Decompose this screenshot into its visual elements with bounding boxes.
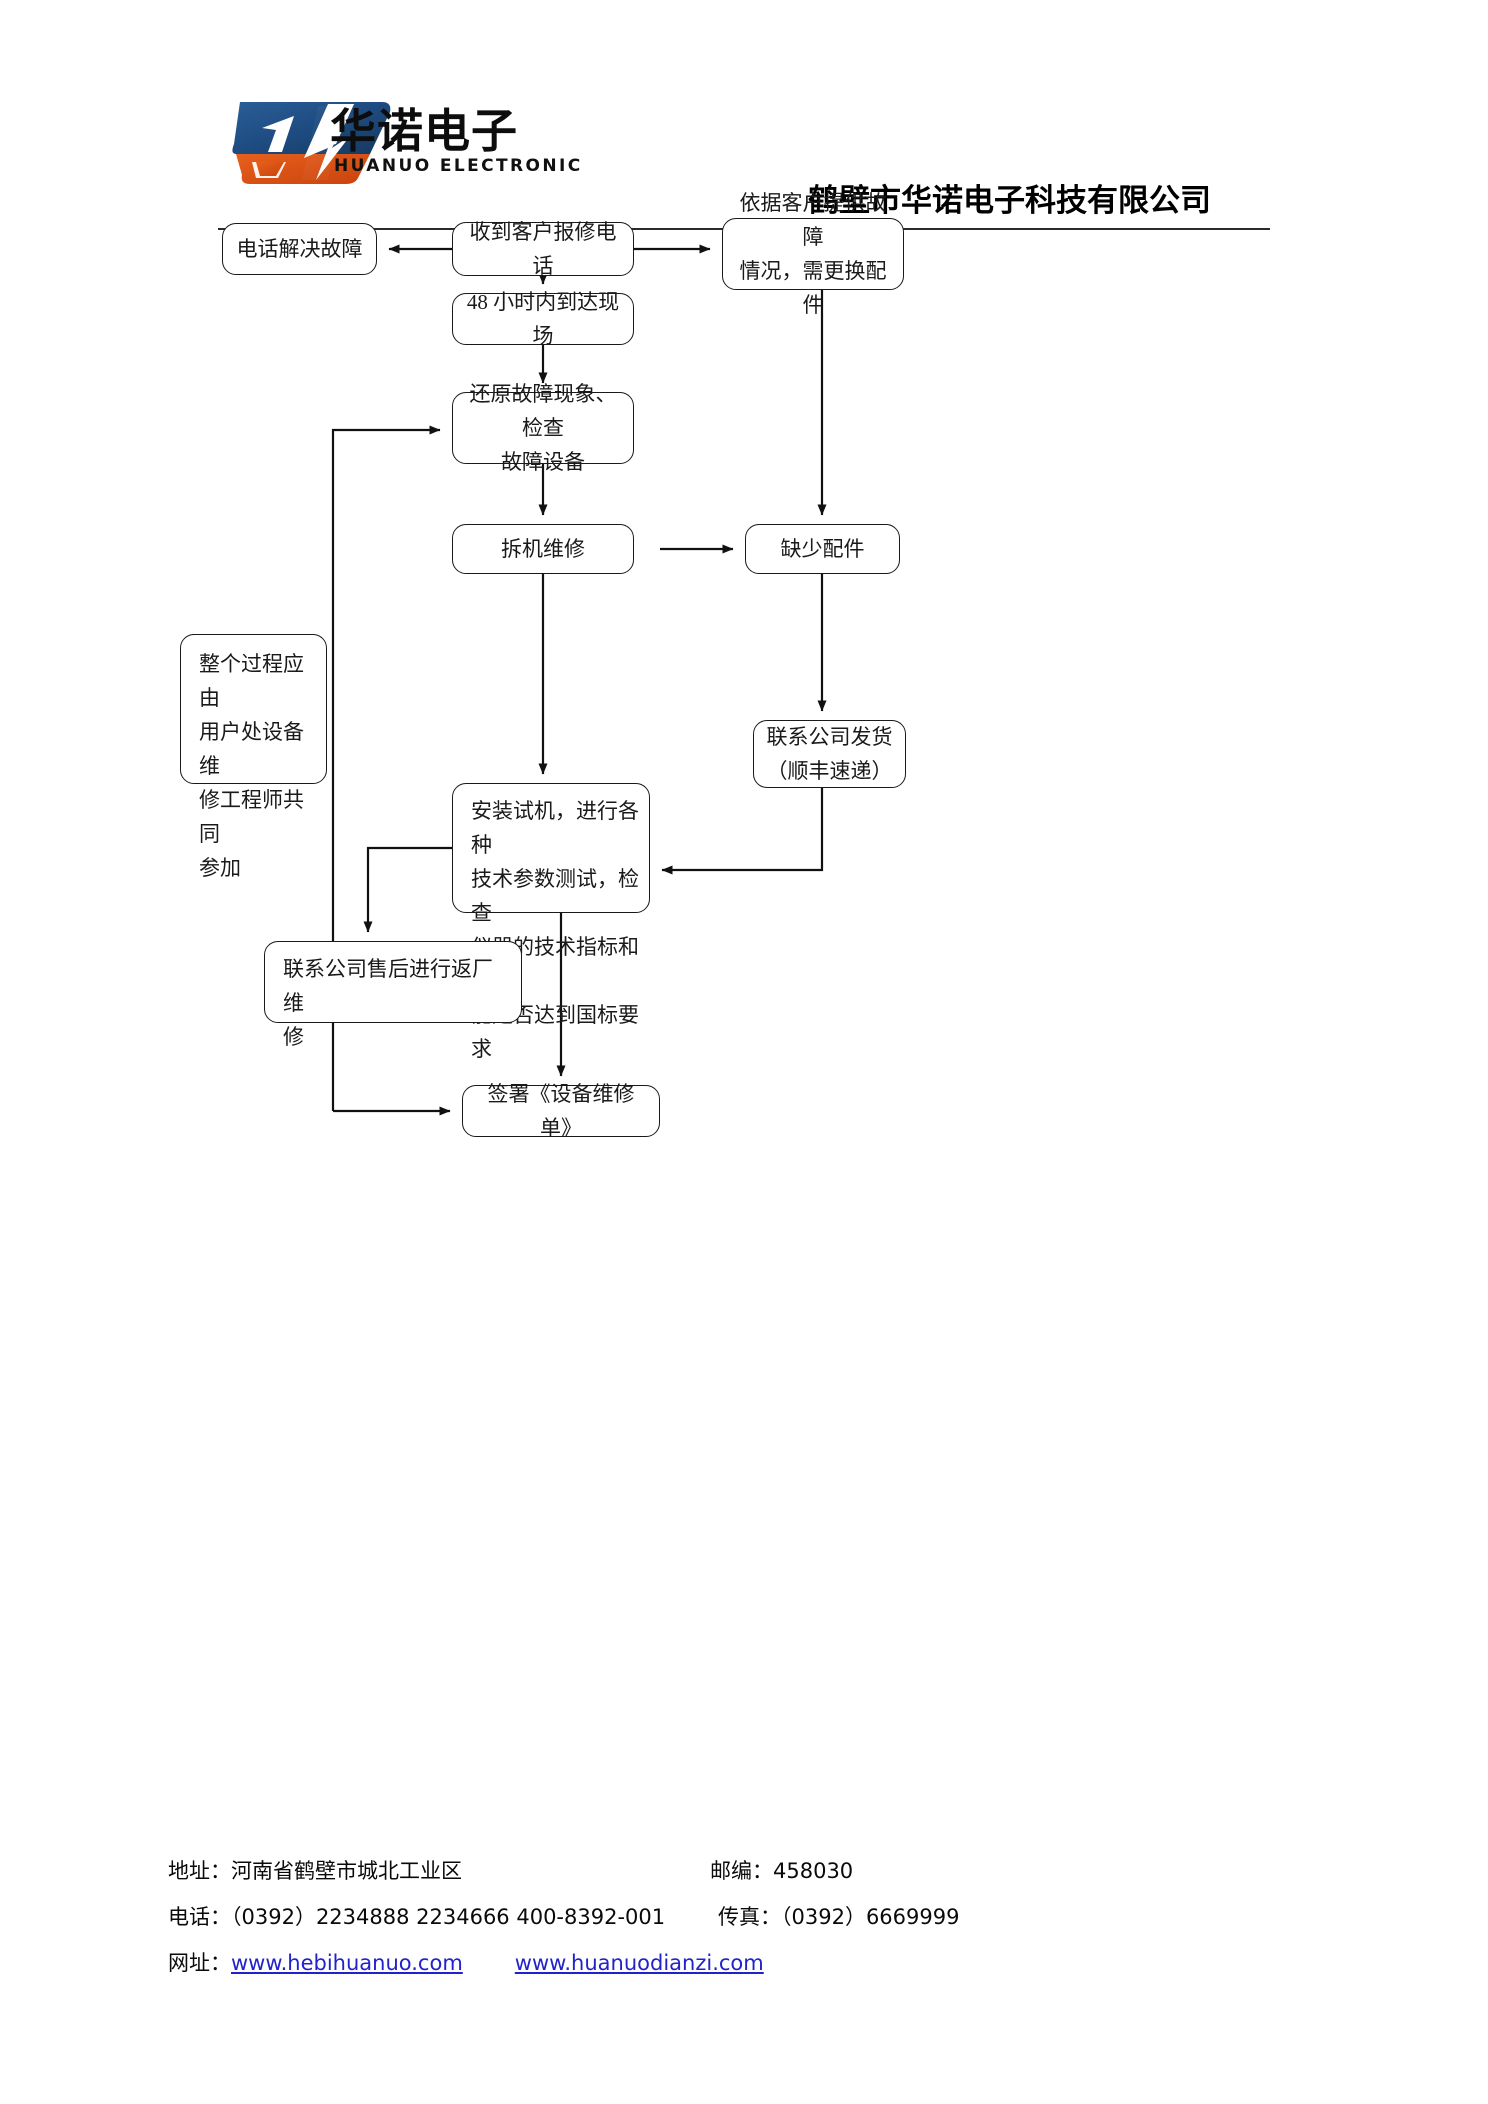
node-label: 48 小时内到达现场: [466, 289, 620, 348]
address-text: 地址：河南省鹤壁市城北工业区: [168, 1859, 462, 1883]
postcode-text: 邮编：458030: [710, 1859, 854, 1883]
node-restore-check[interactable]: 还原故障现象、检查 故障设备: [452, 382, 634, 474]
node-return-to-factory[interactable]: 联系公司售后进行返厂维 修: [264, 941, 522, 1049]
fax-text: 传真：（0392）6669999: [718, 1905, 960, 1929]
node-label: 拆机维修: [501, 536, 585, 561]
node-engineer-note[interactable]: 整个过程应由 用户处设备维 修工程师共同 参加: [180, 634, 327, 880]
node-label-line2: 用户处设备维: [199, 720, 304, 779]
node-install-and-test[interactable]: 安装试机，进行各种 技术参数测试，检查 仪器的技术指标和性 能是否达到国标要求: [452, 783, 650, 1061]
node-disassemble-repair[interactable]: 拆机维修: [452, 524, 634, 574]
website-link-secondary[interactable]: www.huanuodianzi.com: [514, 1951, 764, 1975]
node-label-line2: （顺丰速递）: [766, 759, 893, 783]
node-label-line2: 修: [283, 1025, 304, 1050]
node-label: 缺少配件: [780, 536, 865, 561]
node-contact-shipping[interactable]: 联系公司发货 （顺丰速递）: [753, 720, 906, 788]
node-label-line1: 联系公司发货: [766, 724, 893, 749]
node-phone-fix[interactable]: 电话解决故障: [222, 223, 377, 275]
footer-row-website: 网址：www.hebihuanuo.com www.huanuodianzi.co…: [0, 1947, 1488, 1993]
website-row: 网址：www.hebihuanuo.com www.huanuodianzi.co…: [168, 1947, 764, 1977]
node-arrive-48h[interactable]: 48 小时内到达现场: [452, 290, 634, 348]
node-label-line2: 故障设备: [501, 450, 585, 475]
service-flowchart: 电话解决故障 收到客户报修电话 依据客户提供故障 情况，需更换配件 48 小时内…: [0, 191, 1488, 1650]
node-missing-parts[interactable]: 缺少配件: [745, 524, 900, 574]
node-label: 签署《设备维修单》: [487, 1081, 635, 1140]
logo-subtitle: HUANUO ELECTRONIC: [334, 156, 583, 176]
website-label: 网址：: [168, 1951, 231, 1975]
node-label-line2: 情况，需更换配件: [739, 259, 887, 318]
node-receive-call[interactable]: 收到客户报修电话: [452, 220, 634, 278]
node-label-line1: 还原故障现象、检查: [469, 381, 617, 440]
logo-wordmark: 华诺电子: [330, 104, 518, 158]
node-label-line4: 参加: [199, 856, 241, 881]
node-label-line1: 依据客户提供故障: [739, 190, 887, 249]
flowchart-connectors: [331, 244, 827, 1116]
node-label-line1: 安装试机，进行各种: [471, 799, 639, 858]
node-label-line1: 整个过程应由: [199, 652, 304, 711]
company-title: 鹤壁市华诺电子科技有限公司: [808, 183, 1211, 219]
node-label: 电话解决故障: [236, 236, 363, 261]
node-label-line1: 联系公司售后进行返厂维: [283, 957, 493, 1016]
node-label: 收到客户报修电话: [469, 219, 617, 278]
footer-row-address: 地址：河南省鹤壁市城北工业区 邮编：458030: [0, 1855, 1488, 1901]
huanuo-logo-mark: [232, 96, 412, 186]
phone-text: 电话：（0392）2234888 2234666 400-8392-001: [168, 1905, 666, 1929]
node-sign-repair-form[interactable]: 签署《设备维修单》: [462, 1082, 660, 1140]
node-need-parts[interactable]: 依据客户提供故障 情况，需更换配件: [722, 191, 904, 317]
node-label-line3: 修工程师共同: [199, 788, 304, 847]
page-footer: 地址：河南省鹤壁市城北工业区 邮编：458030 电话：（0392）223488…: [0, 1855, 1488, 1993]
footer-row-phone: 电话：（0392）2234888 2234666 400-8392-001 传真…: [0, 1901, 1488, 1947]
node-label-line2: 技术参数测试，检查: [471, 867, 639, 926]
website-link-primary[interactable]: www.hebihuanuo.com: [231, 1951, 463, 1975]
